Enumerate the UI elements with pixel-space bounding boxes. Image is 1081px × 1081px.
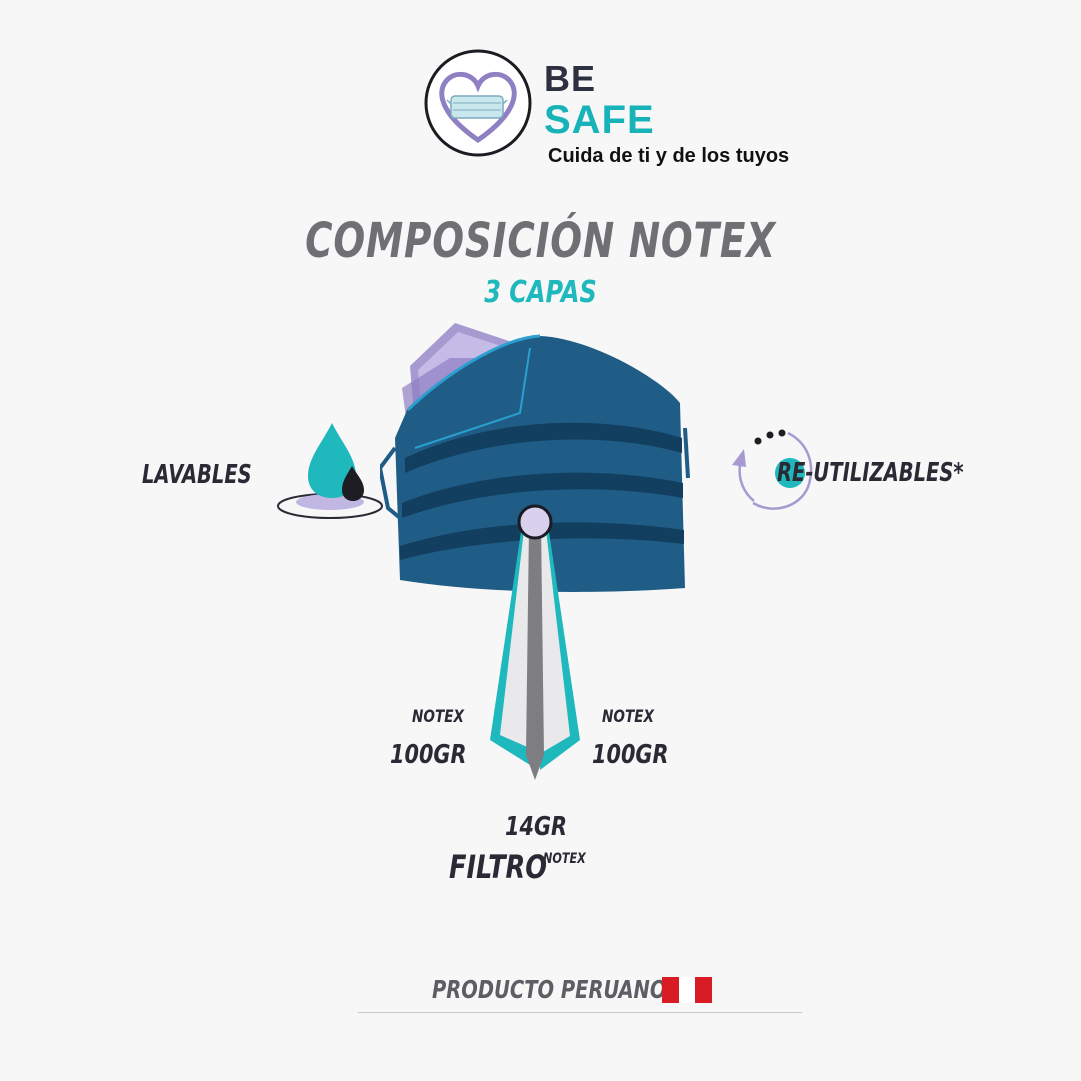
- footer-divider: [358, 1012, 802, 1013]
- brand-tagline: Cuida de ti y de los tuyos: [548, 145, 790, 167]
- layer-pointer-icon: [490, 504, 580, 780]
- right-layer-material: NOTEX: [602, 707, 654, 727]
- footer-origin-label: PRODUCTO PERUANO: [432, 975, 667, 1004]
- reuse-cycle-icon: [732, 429, 813, 510]
- feature-lavables-label: LAVABLES: [142, 460, 252, 490]
- left-layer-material: NOTEX: [412, 707, 464, 727]
- face-mask-illustration-icon: [380, 323, 690, 592]
- left-layer-weight: 100GR: [390, 740, 467, 770]
- brand-name-safe: SAFE: [544, 98, 655, 142]
- filter-layer-weight: 14GR: [505, 812, 568, 842]
- peru-flag-icon: [662, 977, 712, 1003]
- water-drop-icon: [277, 423, 383, 519]
- filter-layer-material: NOTEX: [543, 851, 586, 867]
- page-title: COMPOSICIÓN NOTEX: [305, 213, 776, 269]
- page-subtitle: 3 CAPAS: [484, 275, 597, 310]
- brand-name-be: BE: [544, 58, 597, 99]
- right-layer-weight: 100GR: [592, 740, 669, 770]
- filter-layer-name: FILTRO: [449, 848, 548, 886]
- be-safe-logo-icon: [424, 49, 532, 157]
- feature-reutilizables-label: RE-UTILIZABLES*: [777, 458, 964, 488]
